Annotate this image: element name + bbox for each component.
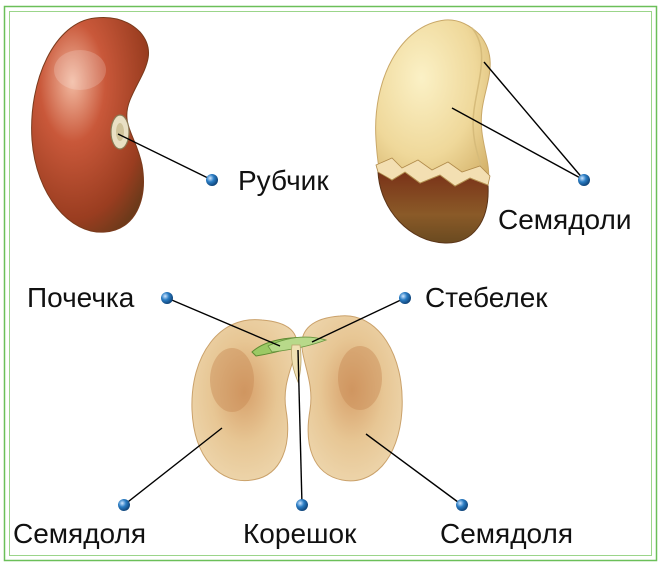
- split-bean-halves: [191, 315, 403, 482]
- leader-cotyledon-inner: [451, 107, 585, 181]
- leader-cotyledon-edge: [483, 61, 585, 181]
- pin-hilum: [206, 174, 218, 186]
- leader-stem: [311, 297, 406, 343]
- pin-cotyledon-right: [456, 499, 468, 511]
- cotyledon-right-shape: [301, 315, 403, 482]
- label-cotyledons: Семядоли: [498, 204, 632, 235]
- pins: [118, 174, 590, 511]
- pin-plumule: [161, 292, 173, 304]
- leader-hilum: [117, 133, 213, 181]
- label-radicle: Корешок: [243, 518, 357, 549]
- leader-plumule: [166, 297, 281, 347]
- label-hilum: Рубчик: [238, 165, 329, 196]
- leader-cotyledon-right: [365, 433, 463, 506]
- whole-bean-seed: [31, 17, 150, 233]
- leader-cotyledon-left: [123, 427, 223, 506]
- outer-frame: [3, 5, 658, 562]
- leader-lines: [117, 61, 585, 506]
- label-stem: Стебелек: [425, 282, 548, 313]
- label-plumule: Почечка: [27, 282, 135, 313]
- radicle-shape: [291, 344, 302, 384]
- pin-radicle: [296, 499, 308, 511]
- inner-frame: [9, 11, 652, 556]
- pin-cotyledons: [578, 174, 590, 186]
- label-cotyledon-right: Семядоля: [440, 518, 573, 549]
- pin-cotyledon-left: [118, 499, 130, 511]
- label-cotyledon-left: Семядоля: [13, 518, 146, 549]
- leader-radicle: [297, 349, 303, 506]
- pin-stem: [399, 292, 411, 304]
- opened-bean-seed: [375, 19, 491, 244]
